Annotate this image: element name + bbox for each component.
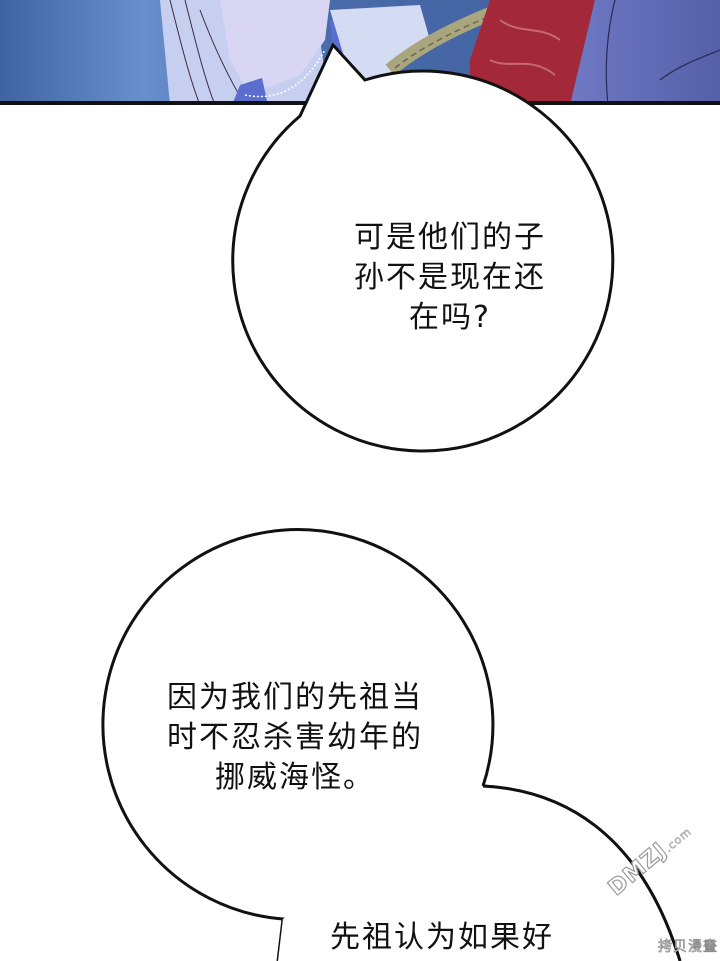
watermark: DMZJ.com 拷贝漫畫	[603, 825, 720, 961]
speech-bubble-1-text: 可是他们的子 孙不是现在还 在吗?	[330, 218, 570, 338]
speech-bubble-3-text: 先祖认为如果好	[330, 918, 610, 958]
bubble-2-line-2: 时不忍杀害幼年的	[167, 720, 423, 755]
watermark-subtitle: 拷贝漫畫	[658, 939, 718, 956]
bubble-2-line-3: 挪威海怪。	[215, 760, 375, 795]
speech-bubble-1-shape	[231, 42, 615, 453]
bubble-1-line-2: 孙不是现在还	[354, 260, 546, 295]
bubble-1-line-1: 可是他们的子	[354, 220, 546, 255]
bubble-1-line-3: 在吗?	[409, 300, 491, 335]
bubble-2-line-1: 因为我们的先祖当	[167, 680, 423, 715]
bubble-3-line-1: 先祖认为如果好	[330, 920, 554, 955]
speech-bubble-3-shape	[278, 784, 682, 961]
speech-bubble-2-text: 因为我们的先祖当 时不忍杀害幼年的 挪威海怪。	[135, 678, 455, 798]
